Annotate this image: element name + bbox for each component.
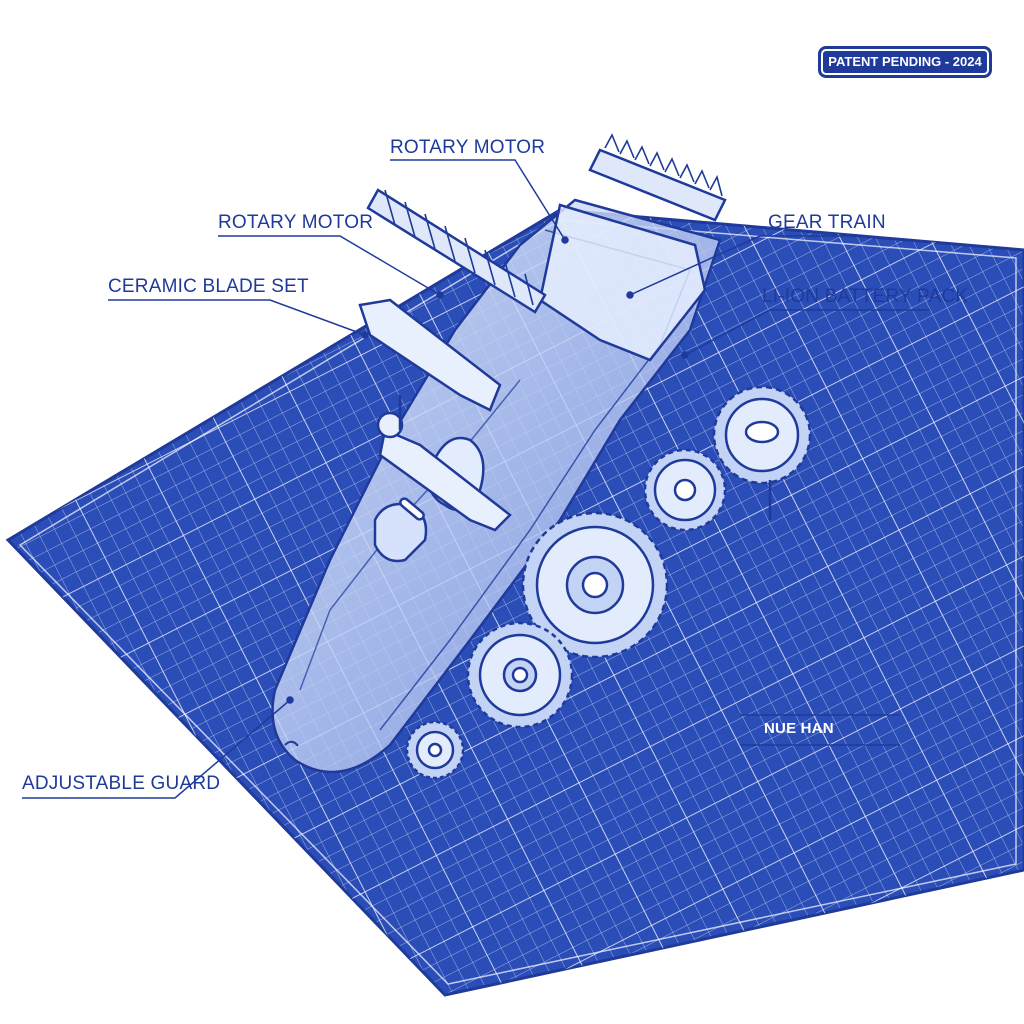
callout-rotary-motor-top: ROTARY MOTOR bbox=[390, 137, 546, 158]
callout-li-ion-battery-pack: LI-ION BATTERY PACK bbox=[762, 286, 969, 307]
leader-lines bbox=[22, 159, 930, 799]
gear-small-right bbox=[643, 448, 727, 532]
gear-large bbox=[521, 511, 669, 659]
clipper-body bbox=[271, 133, 727, 774]
gear-pinion-upper bbox=[712, 385, 812, 520]
patent-pending-badge: PATENT PENDING - 2024 bbox=[818, 46, 992, 78]
gear-tiny bbox=[405, 720, 465, 780]
callout-gear-train: GEAR TRAIN bbox=[768, 212, 886, 233]
callout-rotary-motor-left: ROTARY MOTOR bbox=[218, 212, 374, 233]
callout-garbled-label: NUE HAN bbox=[764, 720, 834, 737]
gear-medium bbox=[466, 621, 574, 729]
callout-ceramic-blade-set: CERAMIC BLADE SET bbox=[108, 276, 309, 297]
callout-adjustable-guard: ADJUSTABLE GUARD bbox=[22, 773, 221, 794]
